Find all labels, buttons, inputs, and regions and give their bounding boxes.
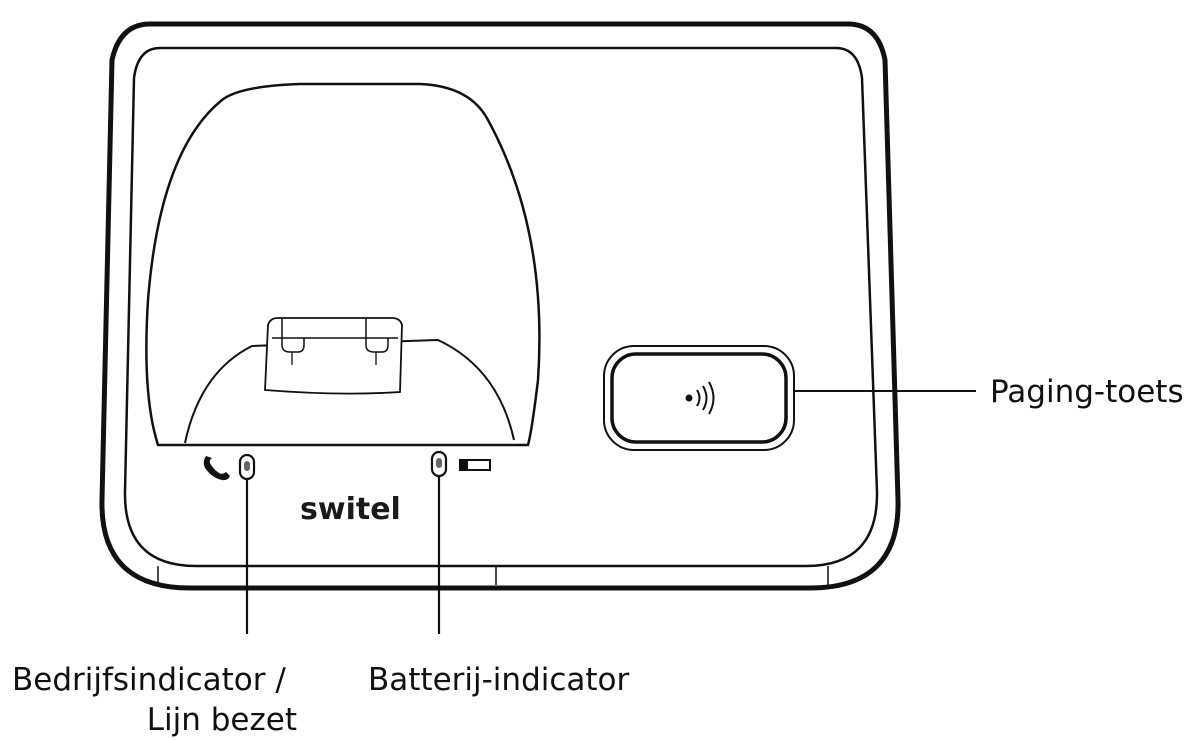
power-line-led-inner: [244, 461, 250, 471]
paging-key-label: Paging-toets: [990, 374, 1184, 410]
base-station-inner-contour: [123, 46, 879, 568]
handset-cradle: [145, 82, 541, 447]
phone-handset-icon: [203, 456, 230, 481]
paging-signal-icon: [685, 381, 715, 415]
battery-icon: [459, 459, 491, 471]
battery-indicator-label: Batterij-indicator: [368, 662, 630, 698]
battery-led-inner: [436, 458, 442, 468]
power-line-indicator-label-line1: Bedrijfsindicator /: [12, 662, 286, 698]
brand-logo: switel: [300, 492, 401, 527]
power-line-indicator-label-line2: Lijn bezet: [147, 702, 297, 738]
charging-contacts: [264, 317, 403, 395]
